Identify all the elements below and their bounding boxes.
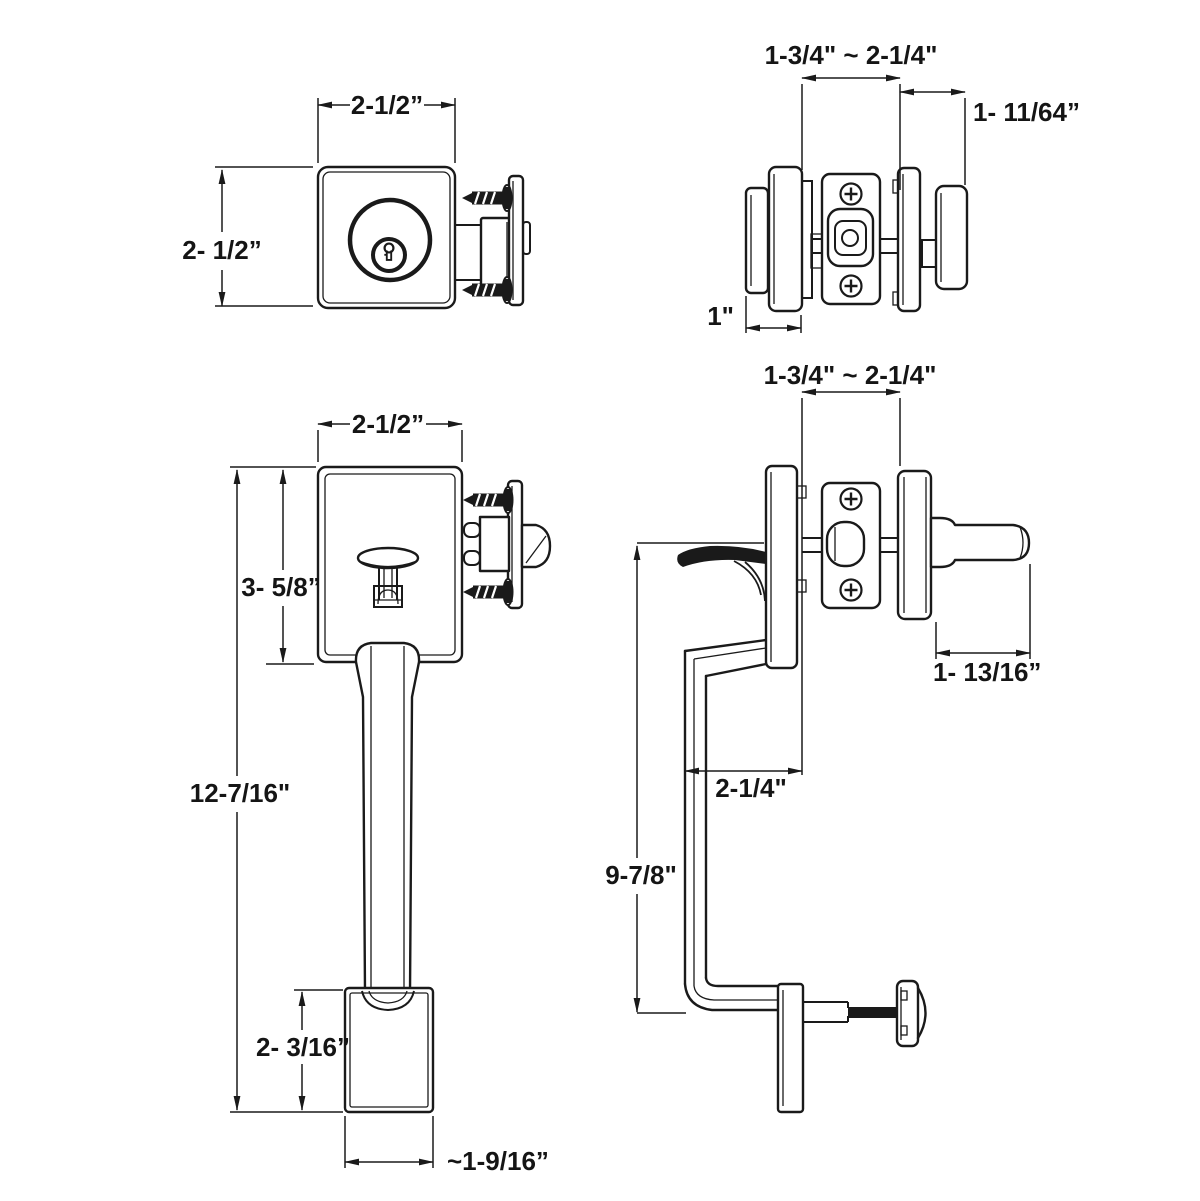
dim-handleset-plate-height: 3- 5/8” [230,466,321,665]
dim-handleset-plate-width: 2-1/2” [317,409,463,462]
dim-handle-projection: 2-1/4" [684,767,803,803]
deadbolt-cylinder-ring [347,197,433,283]
dim-handleset-overall-height: 12-7/16" [190,469,343,1113]
dim-label: 2-1/4" [715,773,787,803]
dim-grip-height: 9-7/8" [605,542,764,1014]
handleset-front-view: 2-1/2” 3- 5/8” 12-7/16" 2- 3/16” ~1-9/16… [190,409,552,1176]
dim-label: 2-1/2” [352,409,424,439]
dim-label: 1-3/4" ~ 2-1/4" [764,360,937,390]
dim-deadbolt-width: 2-1/2” [317,90,456,163]
screw-icon [461,577,514,607]
thumb-latch [356,546,420,608]
bolt-cap [895,979,920,1048]
dim-label: 2- 1/2” [182,235,262,265]
dim-handle-base-width: ~1-9/16” [344,1116,549,1176]
phillips-screw-icon [839,578,863,602]
handle-grip-side [683,638,794,1012]
dim-label: 1- 13/16” [933,657,1041,687]
handle-bottom-post [343,986,435,1114]
dim-label: 3- 5/8” [241,572,321,602]
spindle-hub [826,207,875,268]
deadbolt-side-view: 1-3/4" ~ 2-1/4" 1- 11/64” 1" [707,40,1080,333]
dim-label: 1" [707,301,734,331]
dim-deadbolt-interior-projection: 1" [707,296,802,333]
handle-bottom-post-side [776,982,805,1114]
dim-deadbolt-height: 2- 1/2” [182,166,313,307]
phillips-screw-icon [839,487,863,511]
dim-label: 1- 11/64” [973,97,1080,127]
phillips-screw-icon [839,182,863,206]
thumbturn-knob [744,186,770,295]
exterior-cylinder-knob [934,184,969,291]
deadbolt-key-cylinder [371,237,407,273]
dim-label: 12-7/16" [190,778,291,808]
dim-label: 2-1/2” [351,90,423,120]
latch-bolt [520,523,552,569]
mounting-bolt [848,1007,898,1018]
dim-label: 9-7/8" [605,860,677,890]
deadbolt-hub-connector [454,224,482,281]
dim-label: 1-3/4" ~ 2-1/4" [765,40,938,70]
deadbolt-front-view: 2-1/2” 2- 1/2” [182,90,531,310]
dim-deadbolt-door-thickness: 1-3/4" ~ 2-1/4" [765,40,938,190]
exterior-plate-side [764,464,799,670]
dim-handle-base-height: 2- 3/16” [256,989,350,1111]
handle-grip-bar [354,641,421,995]
screw-icon [460,183,513,213]
interior-knob [929,516,1031,569]
dim-label: 2- 3/16” [256,1032,350,1062]
handleset-side-view: 1-3/4" ~ 2-1/4" 1- 13/16” 2-1/4" 9-7/8" [605,360,1041,1114]
thumb-lever [677,545,766,567]
dim-deadbolt-knob-projection: 1- 11/64” [899,88,1080,185]
handleset-latch-body [478,515,511,573]
deadbolt-bolt-tip [522,221,531,255]
phillips-screw-icon [839,274,863,298]
dim-handleset-door-thickness: 1-3/4" ~ 2-1/4" [764,360,937,466]
latch-bolt-side [825,520,866,568]
exterior-rose [896,166,922,313]
screw-icon [461,485,514,515]
dim-knob-length: 1- 13/16” [933,564,1041,687]
dim-label: ~1-9/16” [447,1146,549,1176]
